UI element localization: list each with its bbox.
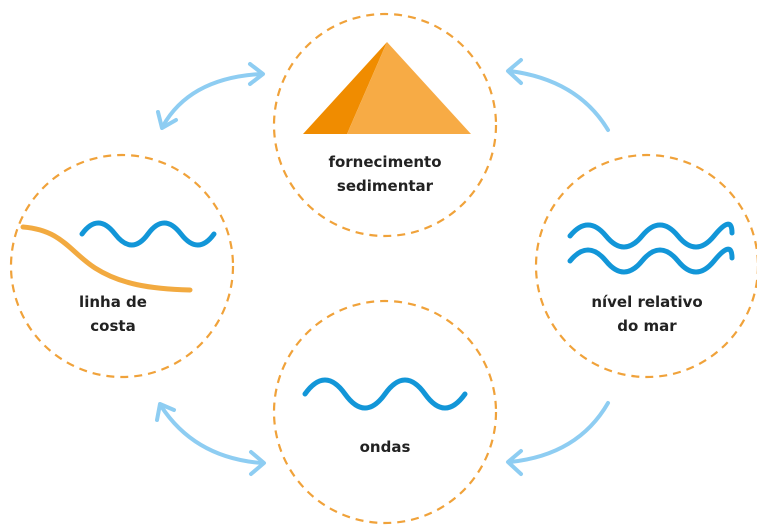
node-sediment-label-line2: sedimentar xyxy=(337,177,434,195)
arrowhead-to-coastline xyxy=(156,110,178,130)
arrowhead-to-sediment xyxy=(248,62,265,86)
node-waves: ondas xyxy=(272,299,498,525)
arrowhead-to-sediment xyxy=(506,58,523,85)
pyramid-left-face xyxy=(303,42,387,134)
wave-icon xyxy=(302,377,468,411)
node-waves-ring xyxy=(272,299,498,525)
node-waves-label: ondas xyxy=(360,438,411,456)
arrow-sealevel-waves xyxy=(506,401,610,476)
node-sediment-ring xyxy=(272,12,498,238)
node-sea-level-ring xyxy=(534,153,757,379)
pyramid-icon xyxy=(303,42,471,134)
arrowhead-to-waves xyxy=(506,449,523,476)
node-coastline: linha de costa xyxy=(9,153,235,379)
wave-icon-lower xyxy=(567,246,735,275)
node-coastline-label-line2: costa xyxy=(90,317,135,335)
node-sediment-label-line1: fornecimento xyxy=(328,153,441,171)
arrowhead-to-coastline xyxy=(155,402,176,422)
node-sea-level: nível relativo do mar xyxy=(534,153,757,379)
node-coastline-label-line1: linha de xyxy=(79,293,147,311)
node-sediment-supply: fornecimento sedimentar xyxy=(272,12,498,238)
arrowhead-to-waves xyxy=(249,450,266,476)
arrow-sealevel-sediment xyxy=(506,58,610,132)
node-coastline-ring xyxy=(9,153,235,379)
pyramid-right-face xyxy=(347,42,471,134)
node-sea-level-label-line2: do mar xyxy=(617,317,677,335)
arrow-coastline-sediment xyxy=(156,62,265,130)
wave-icon-upper xyxy=(567,221,735,250)
wave-icon xyxy=(79,220,217,248)
arrow-coastline-waves xyxy=(155,402,266,476)
node-sea-level-label-line1: nível relativo xyxy=(591,293,702,311)
coastline-icon xyxy=(20,224,193,293)
